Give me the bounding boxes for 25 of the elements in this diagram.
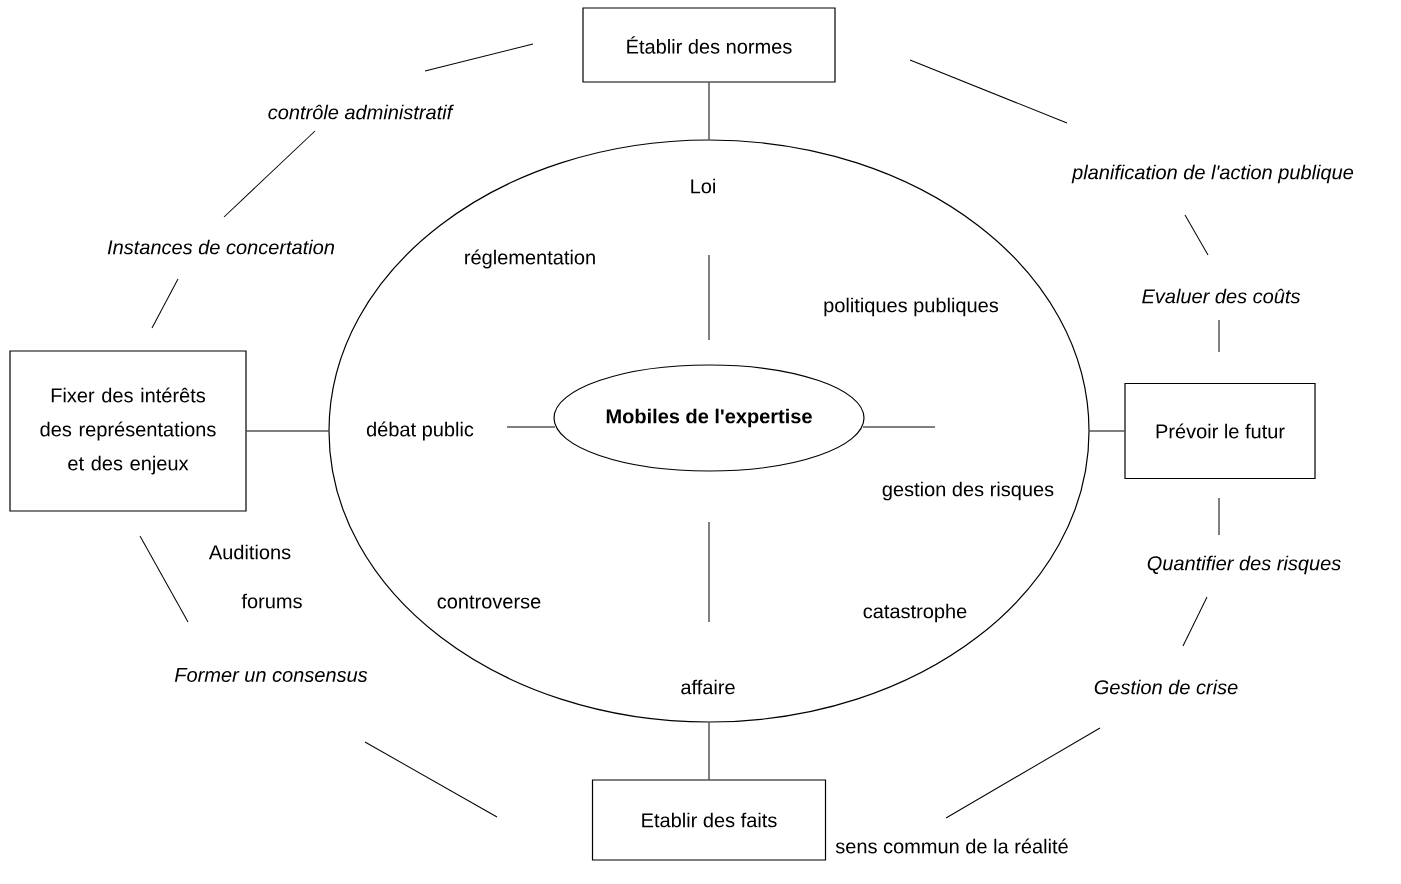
keyword-text: affaire xyxy=(681,679,735,695)
label-text: Instances de concertation xyxy=(107,239,334,255)
label-text: forums xyxy=(241,593,302,609)
label-text: Auditions xyxy=(208,544,291,560)
connector-line xyxy=(708,722,710,780)
keyword-text: débat public xyxy=(366,421,474,441)
text-box: Fixer des intérêts des représentations et des enjeux xyxy=(9,350,247,512)
text-box: Prévoir le futur xyxy=(1124,382,1316,480)
connector-line xyxy=(1089,430,1125,432)
connector-line xyxy=(708,82,710,140)
label-text: Quantifier des risques xyxy=(1147,555,1341,575)
connector-line xyxy=(246,430,329,432)
label-text: contrôle administratif xyxy=(268,104,454,120)
keyword-text: réglementation xyxy=(465,249,595,269)
label-text: Evaluer des coûts xyxy=(1142,288,1301,304)
text-box: Établir des normes xyxy=(582,7,836,83)
label-text: Gestion de crise xyxy=(1094,679,1238,695)
keyword-text: politiques publiques xyxy=(824,297,999,317)
keyword-text: Loi xyxy=(691,178,715,194)
text-box: Etablir des faits xyxy=(591,779,827,861)
keyword-text: gestion des risques xyxy=(882,481,1054,501)
keyword-text: catastrophe xyxy=(863,603,967,623)
label-text: planification de l'action publique xyxy=(1071,164,1354,184)
label-text: Former un consensus xyxy=(174,668,368,682)
keyword-text: controverse xyxy=(437,595,541,609)
